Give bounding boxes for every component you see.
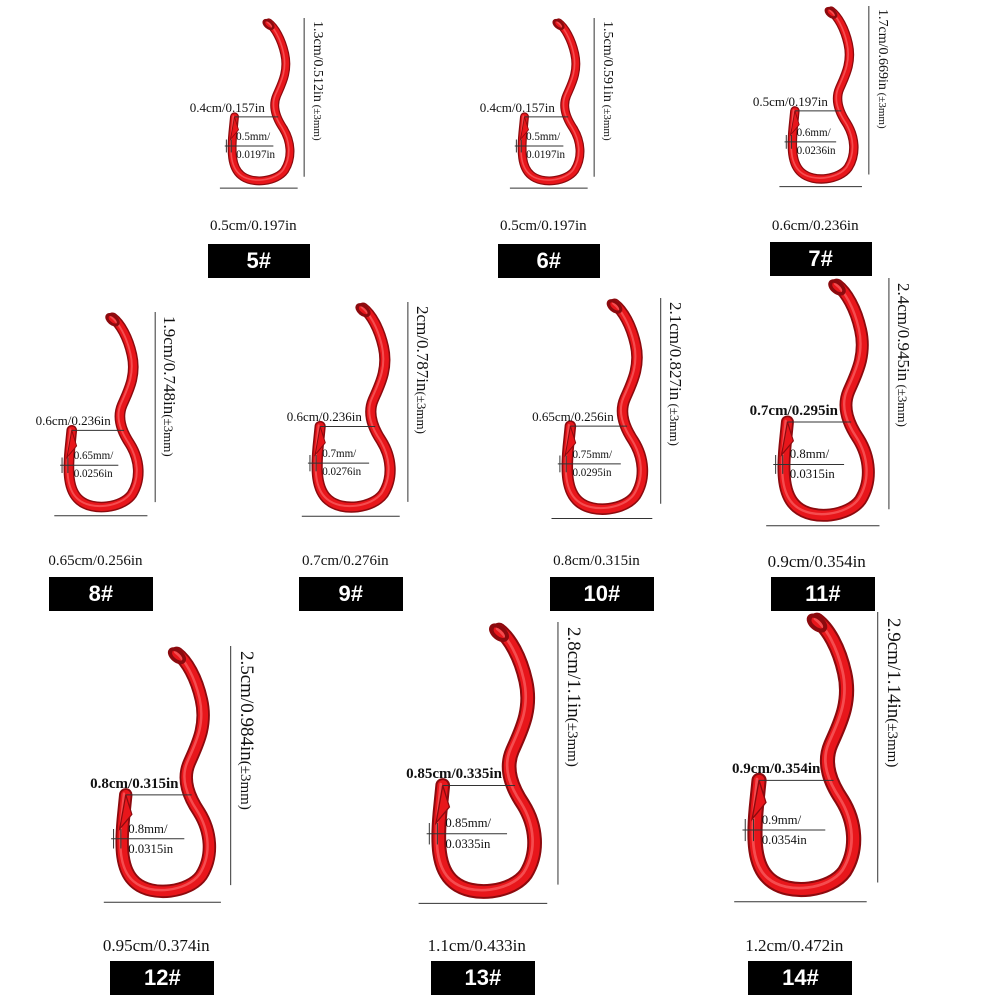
wire-diameter-in: 0.0315in (128, 841, 174, 856)
wire-diameter-mm: 0.65mm/ (73, 449, 114, 462)
gap-label: 0.7cm/0.295in (749, 402, 838, 419)
wire-diameter-mm: 0.8mm/ (789, 447, 830, 462)
gap-label: 0.8cm/0.315in (90, 775, 179, 792)
wire-diameter-in: 0.0197in (236, 148, 276, 161)
gap-label: 0.85cm/0.335in (406, 766, 502, 783)
wire-diameter-mm: 0.7mm/ (322, 447, 357, 460)
gap-label: 0.6cm/0.236in (35, 413, 111, 429)
size-tag: 14# (748, 961, 853, 995)
length-value: 2.8cm/1.1in (562, 627, 584, 719)
length-value: 1.7cm/0.669in (874, 9, 890, 91)
wire-diameter-mm: 0.9mm/ (761, 812, 802, 827)
width-label: 0.5cm/0.197in (500, 217, 587, 234)
length-label: 2.1cm/0.827in (±3mm) (665, 302, 685, 447)
wire-diameter-mm: 0.6mm/ (796, 126, 831, 139)
length-label: 2.5cm/0.984in(±3mm) (235, 650, 257, 810)
length-value: 1.5cm/0.591in (600, 21, 616, 103)
length-label: 1.5cm/0.591in (±3mm) (600, 21, 616, 141)
wire-diameter-in: 0.0354in (761, 833, 807, 848)
wire-diameter-in: 0.0295in (572, 466, 612, 479)
width-label: 0.8cm/0.315in (553, 552, 640, 569)
fishing-hook-icon (431, 622, 542, 899)
wire-diameter-in: 0.0197in (526, 148, 566, 161)
length-value: 2cm/0.787in (412, 306, 432, 392)
length-tolerance: (±3mm) (236, 760, 253, 810)
length-value: 2.1cm/0.827in (665, 302, 685, 401)
width-label: 0.5cm/0.197in (210, 217, 297, 234)
length-tolerance: (±3mm) (894, 380, 910, 427)
length-tolerance: (±3mm) (883, 717, 900, 767)
gap-label: 0.9cm/0.354in (732, 761, 821, 778)
size-tag: 5# (207, 244, 310, 278)
gap-label: 0.6cm/0.236in (286, 409, 362, 425)
size-tag: 13# (430, 961, 535, 995)
fishing-hook-icon (747, 612, 862, 898)
length-value: 1.9cm/0.748in (160, 315, 180, 415)
length-label: 1.9cm/0.748in(±3mm) (160, 315, 180, 457)
wire-diameter-mm: 0.85mm/ (445, 816, 492, 831)
wire-diameter-mm: 0.75mm/ (572, 448, 613, 461)
length-value: 2.5cm/0.984in (235, 650, 257, 761)
length-tolerance: (±3mm) (666, 400, 682, 447)
wire-diameter-mm: 0.5mm/ (526, 130, 561, 143)
length-label: 2.4cm/0.945in (±3mm) (893, 282, 913, 427)
width-label: 0.65cm/0.256in (48, 552, 143, 569)
gap-label: 0.4cm/0.157in (479, 99, 555, 115)
wire-diameter-in: 0.0236in (796, 144, 836, 157)
width-label: 1.1cm/0.433in (427, 935, 526, 955)
length-tolerance: (±3mm) (311, 102, 324, 141)
length-value: 1.3cm/0.512in (310, 21, 326, 103)
length-label: 2.9cm/1.14in(±3mm) (882, 617, 904, 767)
length-tolerance: (±3mm) (875, 90, 888, 130)
wire-diameter-in: 0.0315in (789, 467, 835, 482)
wire-diameter-in: 0.0256in (73, 468, 113, 481)
width-label: 0.9cm/0.354in (767, 551, 866, 571)
length-label: 1.7cm/0.669in (±3mm) (874, 9, 890, 130)
size-tag: 11# (770, 577, 875, 611)
width-label: 1.2cm/0.472in (745, 935, 844, 955)
length-label: 2cm/0.787in(±3mm) (412, 306, 432, 435)
size-tag: 12# (110, 961, 215, 995)
wire-diameter-in: 0.0335in (445, 836, 491, 851)
length-tolerance: (±3mm) (413, 391, 429, 435)
width-label: 0.95cm/0.374in (102, 935, 210, 955)
size-tag: 6# (497, 244, 600, 278)
gap-label: 0.65cm/0.256in (532, 409, 614, 425)
wire-diameter-mm: 0.8mm/ (128, 821, 168, 836)
size-tag: 8# (48, 577, 153, 611)
length-value: 2.9cm/1.14in (882, 617, 904, 718)
wire-diameter-in: 0.0276in (322, 466, 362, 479)
gap-label: 0.5cm/0.197in (752, 93, 828, 109)
width-label: 0.6cm/0.236in (771, 217, 859, 234)
length-label: 2.8cm/1.1in(±3mm) (562, 627, 584, 768)
length-tolerance: (±3mm) (563, 718, 580, 768)
size-tag: 7# (769, 242, 872, 276)
gap-label: 0.4cm/0.157in (189, 99, 265, 115)
width-label: 0.7cm/0.276in (302, 552, 389, 569)
length-label: 1.3cm/0.512in (±3mm) (310, 21, 326, 141)
length-tolerance: (±3mm) (601, 102, 614, 141)
size-tag: 10# (549, 577, 654, 611)
size-tag: 9# (298, 577, 403, 611)
wire-diameter-mm: 0.5mm/ (236, 130, 271, 143)
length-value: 2.4cm/0.945in (893, 282, 913, 381)
length-tolerance: (±3mm) (161, 414, 177, 457)
